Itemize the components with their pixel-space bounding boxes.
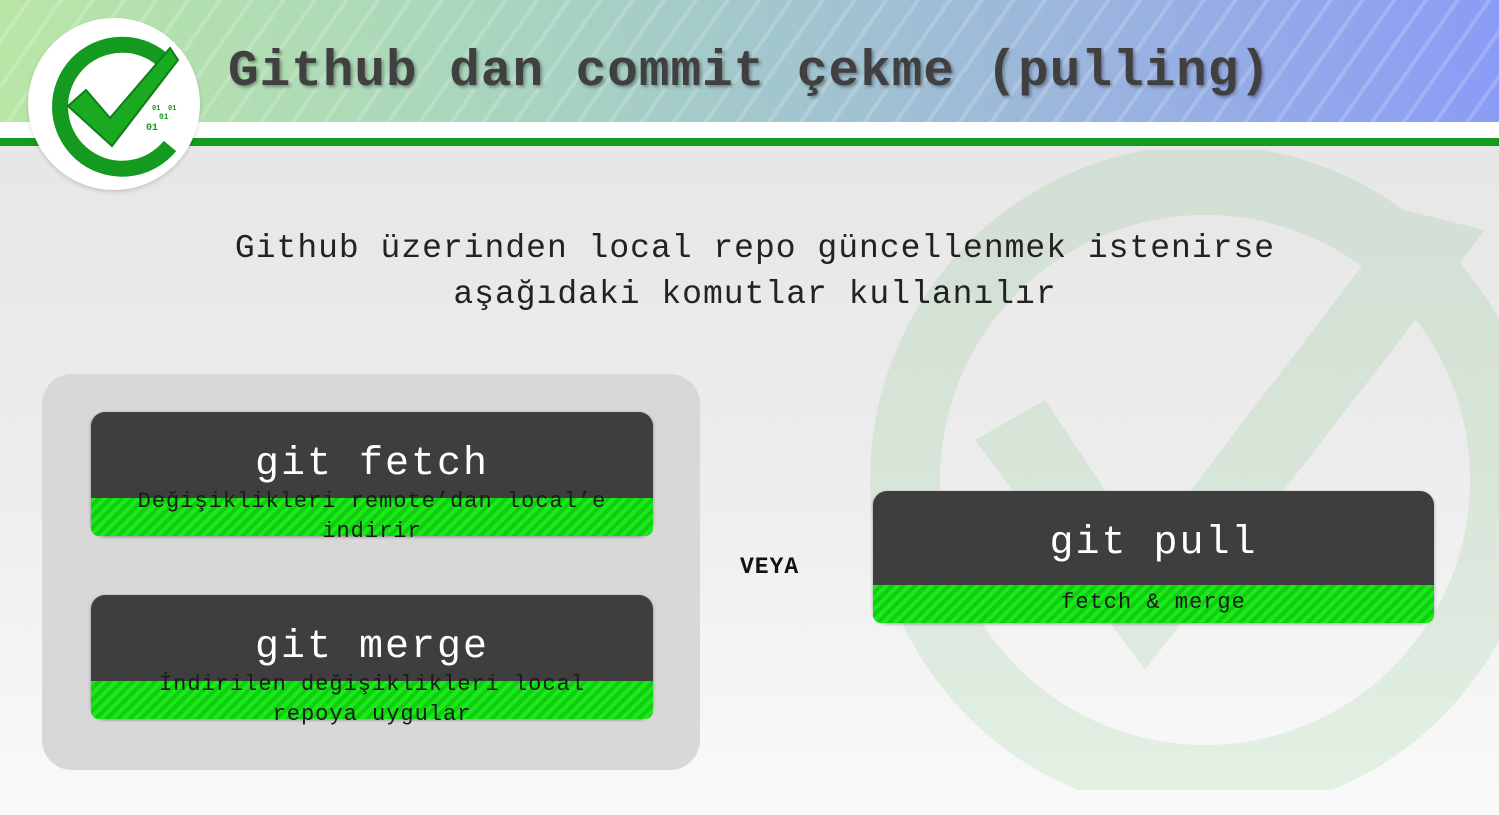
desc-line: İndirilen değişiklikleri local <box>158 672 586 697</box>
header-banner <box>0 0 1499 122</box>
header-pattern <box>0 0 1499 122</box>
logo: 01 01 01 01 <box>28 18 200 190</box>
binary-text: 01 <box>152 105 160 113</box>
binary-text: 01 <box>159 113 169 122</box>
command-name: git merge <box>254 625 490 670</box>
intro-text: Github üzerinden local repo güncellenmek… <box>150 226 1360 318</box>
command-description: İndirilen değişiklikleri local repoya uy… <box>101 670 643 730</box>
command-desc-bar <box>91 498 653 536</box>
desc-line: Değişiklikleri remote’dan local’e <box>137 489 607 514</box>
desc-line: repoya uygular <box>272 702 472 727</box>
header-accent-line <box>0 138 1499 146</box>
intro-line: aşağıdaki komutlar kullanılır <box>453 276 1057 313</box>
binary-text: 01 <box>146 123 158 134</box>
git-merge-card: git merge İndirilen değişiklikleri local… <box>91 595 653 727</box>
intro-line: Github üzerinden local repo güncellenmek… <box>234 230 1276 267</box>
page-title: Github dan commit çekme (pulling) <box>228 44 1271 101</box>
git-pull-card: git pull fetch & merge <box>873 491 1434 623</box>
command-name: git pull <box>1049 521 1258 566</box>
header-divider <box>0 122 1499 138</box>
binary-text: 01 <box>168 105 176 113</box>
desc-line: indirir <box>322 519 422 544</box>
command-name: git fetch <box>254 442 490 487</box>
desc-line: fetch & merge <box>1061 590 1246 615</box>
command-description: Değişiklikleri remote’dan local’e indiri… <box>101 487 643 547</box>
command-description: fetch & merge <box>883 588 1424 618</box>
checkmark-logo-icon: 01 01 01 01 <box>52 36 180 177</box>
or-label: VEYA <box>740 554 800 580</box>
command-desc-bar <box>873 585 1434 623</box>
command-desc-bar <box>91 681 653 719</box>
git-fetch-card: git fetch Değişiklikleri remote’dan loca… <box>91 412 653 544</box>
